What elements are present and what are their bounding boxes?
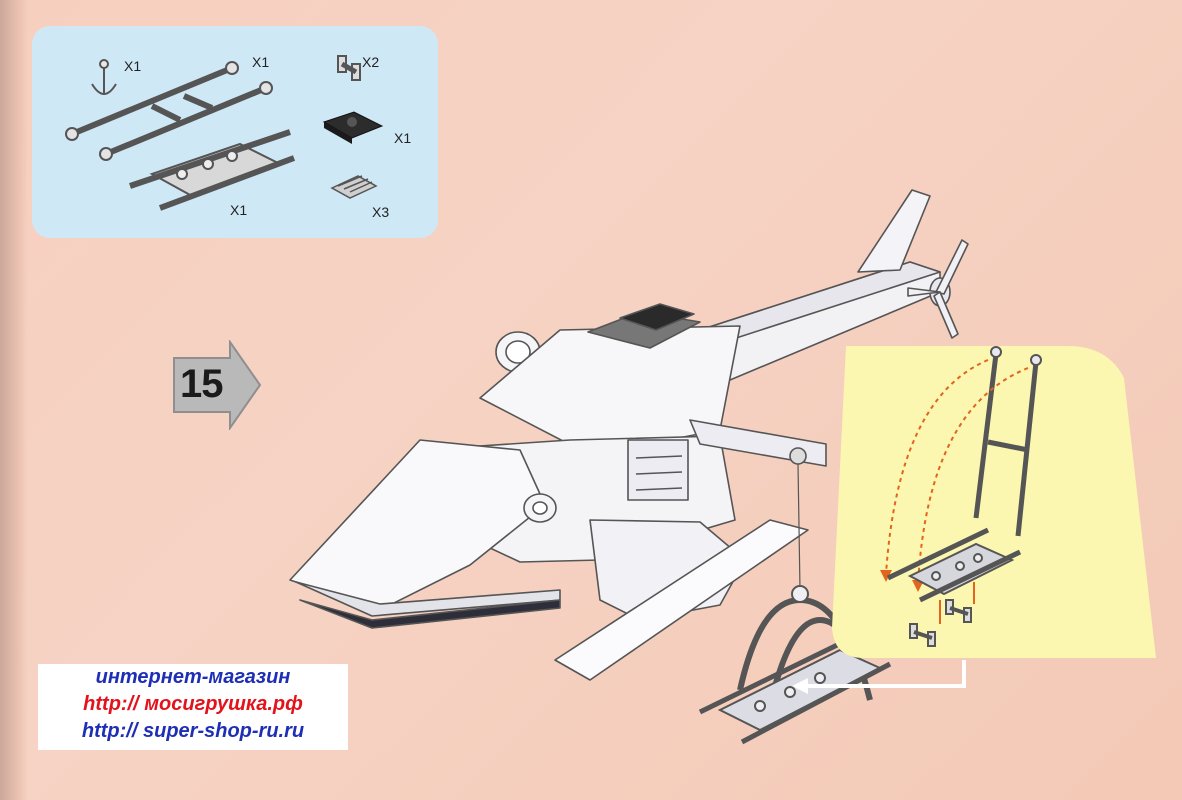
helicopter-model [289, 189, 969, 681]
stretcher-base-part [886, 527, 1022, 603]
placement-arrows [939, 582, 975, 624]
qty-grille-tile: X3 [372, 204, 390, 220]
ladder-upright-part [973, 346, 1042, 537]
ladder-frame-part [65, 61, 273, 161]
pin-connector-part [337, 55, 361, 81]
stretcher-plate-part [129, 129, 296, 211]
parts-illustrations [65, 55, 384, 211]
page-spine-shadow [0, 0, 28, 800]
qty-pin-connector: X2 [362, 54, 380, 70]
grille-tile-part [330, 175, 378, 199]
sub-assembly-illustration [832, 346, 1156, 658]
dark-plate-part [322, 111, 384, 144]
sub-assembly-callout [828, 338, 1158, 660]
store-watermark: интернет-магазин http:// мосигрушка.рф h… [38, 664, 348, 750]
arrow-head-icon [912, 580, 924, 592]
arrow-head-icon [880, 570, 892, 582]
qty-stretcher-plate: X1 [230, 202, 248, 218]
guide-arrows [885, 359, 1029, 585]
qty-dark-plate: X1 [394, 130, 412, 146]
step-arrow-icon [173, 340, 262, 430]
store-title: интернет-магазин [95, 666, 291, 688]
anchor-hook-part [91, 59, 117, 95]
store-link-secondary[interactable]: http:// super-shop-ru.ru [81, 720, 305, 742]
parts-panel: X1 X1 X2 X1 X1 X3 [32, 26, 438, 238]
step-number: 15 [180, 362, 223, 406]
qty-anchor-hook: X1 [124, 58, 142, 74]
store-link-primary[interactable]: http:// мосигрушка.рф [83, 693, 303, 715]
pin-connector-parts [909, 599, 972, 647]
qty-ladder-frame: X1 [252, 54, 270, 70]
